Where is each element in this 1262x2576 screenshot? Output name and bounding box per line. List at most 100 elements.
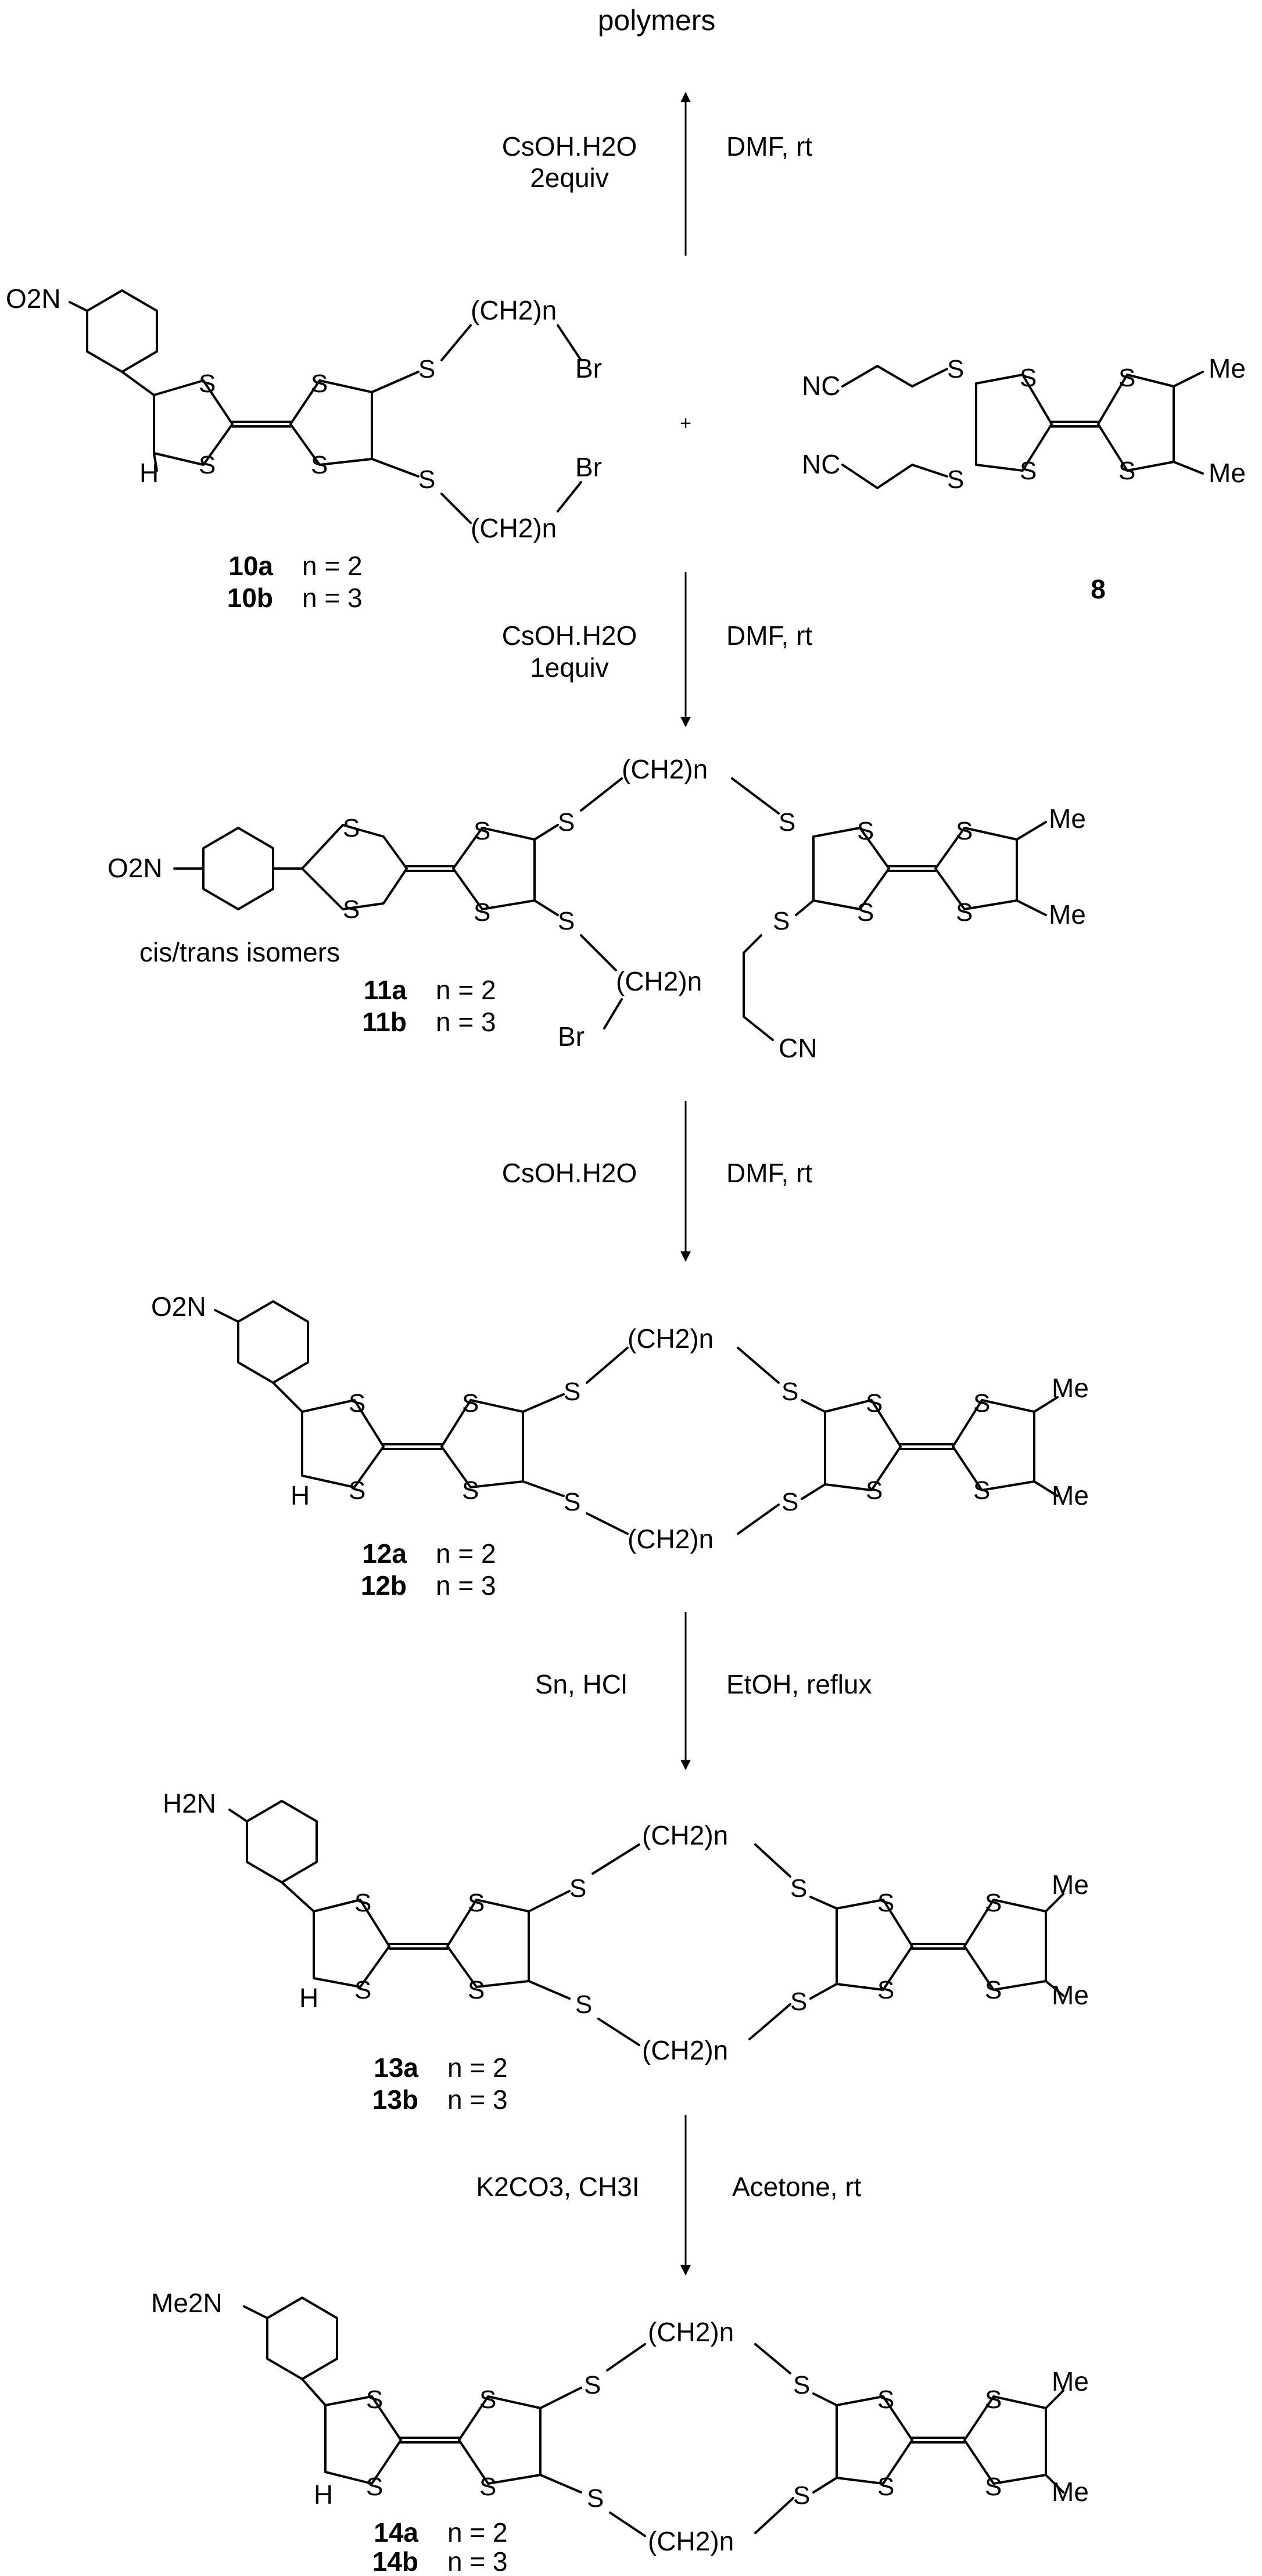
step-4: K2CO3, CH3I Acetone, rt xyxy=(476,2115,862,2276)
bond xyxy=(876,464,913,489)
methyl-label: Me xyxy=(1209,458,1246,488)
compound-label: 11a xyxy=(364,975,407,1005)
step-1-reagent: CsOH.H2O xyxy=(502,620,637,651)
dithiole-ring-left xyxy=(153,379,234,466)
chain-label: (CH2)n xyxy=(471,295,557,325)
dithiole-ring-left xyxy=(824,1399,902,1491)
sulfur-label: S xyxy=(354,1889,371,1917)
sulfur-label: S xyxy=(366,2385,383,2414)
bond xyxy=(1016,899,1047,916)
n-value: n = 2 xyxy=(436,975,496,1005)
bond xyxy=(539,2474,582,2494)
compound-label: 12b xyxy=(361,1570,407,1601)
n-value: n = 2 xyxy=(447,2517,508,2548)
bond xyxy=(597,2018,640,2046)
chain-label: (CH2)n xyxy=(471,513,557,543)
sulfur-label: S xyxy=(569,1874,586,1903)
bond xyxy=(557,324,582,361)
sulfur-label: S xyxy=(468,1889,485,1917)
sulfur-label: S xyxy=(479,2385,496,2414)
sulfur-label: S xyxy=(790,1874,807,1903)
chain-label: (CH2)n xyxy=(628,1323,714,1354)
bond xyxy=(795,899,815,916)
sulfur-label: S xyxy=(418,465,435,494)
dithiole-ring-left xyxy=(836,1899,913,1991)
nitrile-label: NC xyxy=(802,371,840,401)
sulfur-label: S xyxy=(985,1976,1002,2004)
dithiole-ring-right xyxy=(440,1399,524,1488)
methyl-label: Me xyxy=(1052,1480,1089,1511)
n-value: n = 2 xyxy=(447,2053,508,2083)
bond xyxy=(272,1382,303,1413)
compound-label: 14b xyxy=(372,2546,418,2576)
step-1: CsOH.H2O 1equiv DMF, rt xyxy=(502,572,812,727)
sulfur-label: S xyxy=(462,1476,479,1505)
bond xyxy=(876,365,913,388)
step-1-amount: 1equiv xyxy=(530,652,609,683)
chain-label: (CH2)n xyxy=(622,754,708,784)
bond xyxy=(557,481,582,512)
sulfur-label: S xyxy=(779,808,795,837)
step-0-conditions: DMF, rt xyxy=(726,131,812,162)
compound-label: 8 xyxy=(1091,574,1106,604)
sulfur-label: S xyxy=(781,1377,798,1406)
sulfur-label: S xyxy=(857,898,874,927)
sulfur-label: S xyxy=(1020,364,1037,392)
bond xyxy=(1045,1980,1064,1997)
dithiole-ring-left xyxy=(836,2395,913,2485)
sulfur-label: S xyxy=(877,2473,894,2501)
dithiole-ring-left xyxy=(313,1899,390,1988)
bond xyxy=(586,1347,629,1384)
step-3-reagent: Sn, HCl xyxy=(535,1669,627,1699)
benzene-ring xyxy=(246,1800,318,1883)
bond xyxy=(841,464,879,489)
compound-label: 11b xyxy=(362,1007,407,1037)
bond xyxy=(1173,371,1204,388)
methyl-label: Me xyxy=(1052,1870,1089,1900)
bond xyxy=(743,934,762,954)
chain-label: (CH2)n xyxy=(616,966,702,996)
sulfur-label: S xyxy=(558,907,575,935)
bond xyxy=(371,371,420,393)
methyl-label: Me xyxy=(1052,1373,1089,1403)
sulfur-label: S xyxy=(366,2473,383,2501)
compound-label: 10b xyxy=(227,583,273,613)
sulfur-label: S xyxy=(468,1976,485,2004)
bond xyxy=(754,1843,791,1878)
bond xyxy=(586,1512,629,1535)
compound-14: Me2N H S S S S S (CH2)n S S (CH2)n S S S… xyxy=(151,2288,1089,2576)
sulfur-label: S xyxy=(462,1389,479,1418)
compound-label: 13b xyxy=(372,2085,418,2115)
dithiole-ring-right xyxy=(934,827,1018,910)
bond xyxy=(539,2387,582,2409)
compound-12: O2N H S S S S S (CH2)n S S (CH2)n S S S … xyxy=(151,1291,1089,1601)
compound-10: O2N H S S S S S (CH2)n Br S (CH2)n Br 10… xyxy=(6,284,602,613)
methyl-label: Me xyxy=(1052,2366,1089,2396)
hydrogen-label: H xyxy=(291,1480,310,1511)
bond xyxy=(809,1983,838,2000)
sulfur-label: S xyxy=(790,1987,807,2016)
n-value: n = 2 xyxy=(436,1538,496,1569)
methyl-label: Me xyxy=(1052,2477,1089,2507)
sulfur-label: S xyxy=(866,1389,883,1418)
dithiole-ring-right xyxy=(446,1899,530,1988)
dithiole-ring-left xyxy=(975,374,1053,472)
dithiole-ring-left xyxy=(812,827,890,910)
sulfur-label: S xyxy=(773,907,790,935)
chain-label: (CH2)n xyxy=(628,1524,714,1554)
compound-label: 12a xyxy=(362,1538,407,1569)
bromine-label: Br xyxy=(575,452,602,482)
sulfur-label: S xyxy=(349,1389,365,1418)
sulfur-label: S xyxy=(877,1976,894,2004)
sulfur-label: S xyxy=(793,2481,810,2510)
hydrogen-label: H xyxy=(299,1983,318,2013)
bond xyxy=(214,1309,239,1323)
benzene-ring xyxy=(266,2297,338,2380)
n-value: n = 3 xyxy=(302,583,363,613)
bond xyxy=(1173,461,1204,475)
sulfur-label: S xyxy=(1118,364,1135,392)
bond xyxy=(812,2477,838,2494)
sulfur-label: S xyxy=(311,451,328,479)
bond xyxy=(1045,2390,1064,2409)
bond xyxy=(609,2512,646,2537)
